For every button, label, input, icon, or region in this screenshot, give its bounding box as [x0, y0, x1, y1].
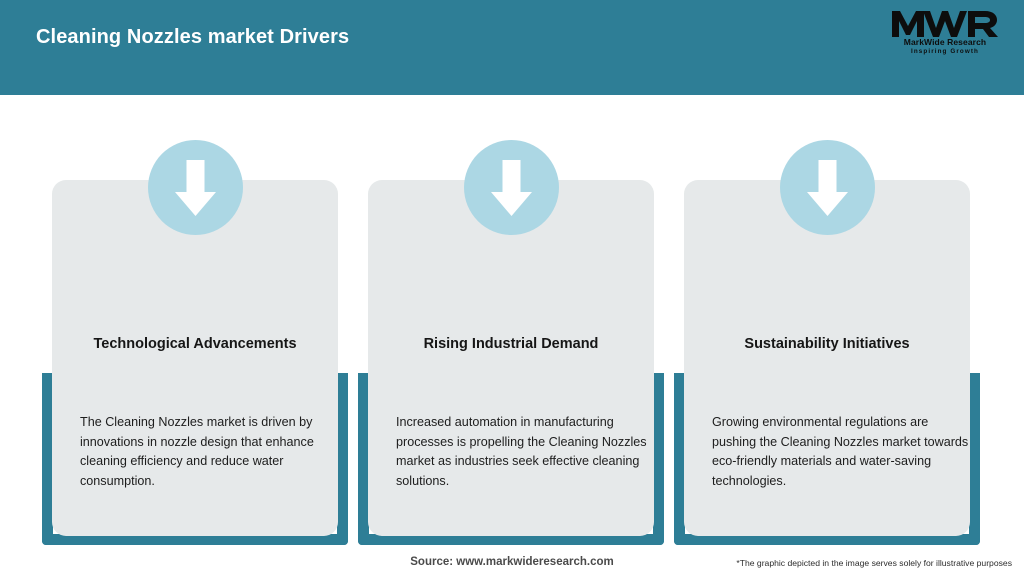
logo-tagline: Inspiring Growth [911, 48, 979, 55]
card-frame-accent-2 [358, 373, 664, 545]
card-panel-1: Technological Advancements The Cleaning … [52, 180, 338, 536]
driver-card-2[interactable]: Rising Industrial Demand Increased autom… [353, 95, 669, 550]
card-body-1: The Cleaning Nozzles market is driven by… [80, 415, 314, 488]
down-arrow-icon-1 [148, 140, 243, 235]
disclaimer-label: *The graphic depicted in the image serve… [736, 558, 1012, 568]
card-body-3: Growing environmental regulations are pu… [712, 415, 969, 488]
logo-company-name: MarkWide Research [903, 37, 987, 47]
down-arrow-icon-2 [464, 140, 559, 235]
logo-mwr-icon [884, 8, 1006, 38]
driver-card-3[interactable]: Sustainability Initiatives Growing envir… [669, 95, 985, 550]
card-frame-accent-1 [42, 373, 348, 545]
card-panel-2: Rising Industrial Demand Increased autom… [368, 180, 654, 536]
source-label: Source: www.markwideresearch.com [410, 556, 614, 568]
brand-logo: MarkWide Research Inspiring Growth [884, 8, 1006, 66]
card-panel-3: Sustainability Initiatives Growing envir… [684, 180, 970, 536]
card-title-1: Technological Advancements [93, 336, 297, 352]
page-title: Cleaning Nozzles market Drivers [36, 26, 350, 48]
card-body-2: Increased automation in manufacturing pr… [396, 415, 647, 488]
down-arrow-icon-3 [780, 140, 875, 235]
card-title-3: Sustainability Initiatives [744, 336, 910, 352]
driver-card-1[interactable]: Technological Advancements The Cleaning … [37, 95, 353, 550]
drivers-card-grid: Technological Advancements The Cleaning … [0, 95, 1024, 550]
card-frame-accent-3 [674, 373, 980, 545]
page-header: Cleaning Nozzles market Drivers MarkWide… [0, 0, 1024, 95]
card-title-2: Rising Industrial Demand [423, 336, 599, 352]
